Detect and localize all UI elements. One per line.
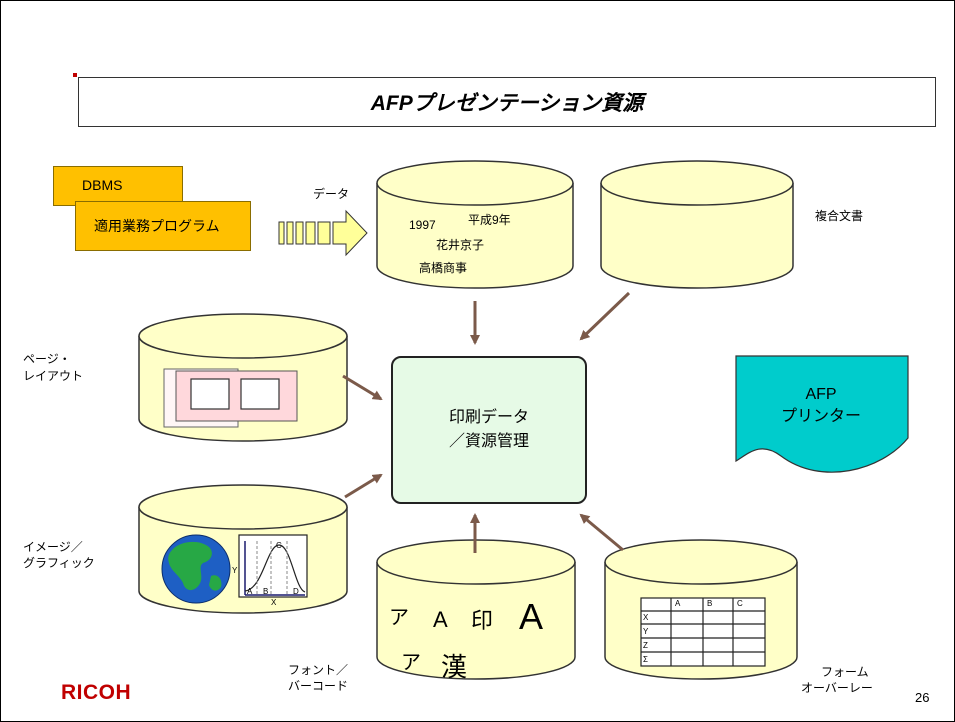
image-graphic-label-2: グラフィック — [23, 556, 95, 570]
printer-line-2: プリンター — [780, 408, 861, 425]
font-sample-katakana-a-2: ア — [401, 652, 421, 674]
dbms-label: DBMS — [82, 177, 123, 193]
graph-axis-x: X — [271, 598, 277, 607]
font-barcode-label-1: フォント／ — [288, 663, 349, 677]
page-layout-label-1: ページ・ — [23, 352, 71, 366]
image-graphic-label-1: イメージ／ — [23, 540, 83, 554]
app-program-box: 適用業務プログラム — [75, 201, 251, 251]
compound-doc-cylinder — [600, 160, 794, 289]
form-row-header-sum: Σ — [643, 655, 648, 664]
title-marker — [73, 73, 77, 77]
arrow-form-to-center — [579, 513, 624, 552]
globe-icon — [161, 534, 231, 604]
graph-axis-y: Y — [232, 566, 238, 575]
font-sample-kanji-in: 印 — [471, 608, 494, 633]
data-label: データ — [313, 187, 350, 201]
graph-point-b: B — [263, 587, 269, 596]
printer-shape — [735, 355, 909, 473]
font-barcode-cylinder — [376, 539, 576, 680]
font-sample-katakana-a: ア — [389, 607, 409, 629]
data-year: 1997 — [409, 218, 436, 232]
compound-doc-label: 複合文書 — [815, 209, 864, 223]
title-box: AFPプレゼンテーション資源 — [78, 77, 936, 127]
graph-point-c: C — [276, 541, 282, 550]
form-row-header-z: Z — [643, 641, 648, 650]
font-sample-latin-a-small: A — [433, 607, 448, 632]
form-overlay-label-1: フォーム — [821, 665, 869, 679]
data-cylinder — [376, 160, 574, 289]
data-company: 高橋商事 — [419, 261, 468, 275]
form-col-header-b: B — [707, 599, 713, 608]
slide-title: AFPプレゼンテーション資源 — [370, 92, 644, 115]
data-name: 花井京子 — [436, 238, 485, 252]
form-row-header-y: Y — [643, 627, 649, 636]
page-number: 26 — [915, 690, 930, 705]
font-barcode-label-2: バーコード — [288, 679, 349, 693]
center-line-1: 印刷データ — [448, 409, 529, 426]
data-era: 平成9年 — [468, 213, 511, 227]
graph-point-d: D — [293, 587, 299, 596]
form-overlay-cylinder — [604, 539, 798, 680]
page-layout-cylinder — [138, 313, 348, 442]
form-table-grid — [640, 597, 766, 667]
print-resource-manager-box: 印刷データ ／資源管理 — [391, 356, 587, 504]
form-row-header-x: X — [643, 613, 649, 622]
image-graphic-cylinder — [138, 484, 348, 614]
ricoh-logo: RICOH — [61, 681, 132, 704]
graph-point-a: A — [247, 587, 253, 596]
form-col-header-a: A — [675, 599, 681, 608]
form-overlay-label-2: オーバーレー — [801, 681, 873, 695]
center-line-2: ／資源管理 — [448, 433, 529, 450]
arrow-compound-to-center — [579, 291, 631, 341]
arrow-layout-to-center — [342, 374, 383, 401]
printer-label: AFP プリンター — [761, 384, 881, 428]
app-program-label: 適用業務プログラム — [94, 218, 220, 234]
page-layout-label-2: レイアウト — [23, 369, 84, 383]
font-sample-kanji-kan: 漢 — [441, 653, 468, 683]
form-col-header-c: C — [737, 599, 743, 608]
graph-chart-icon — [238, 534, 308, 598]
data-flow-arrow — [278, 209, 368, 257]
printer-line-1: AFP — [805, 386, 837, 403]
arrow-image-to-center — [344, 473, 383, 499]
font-sample-latin-a-large: A — [519, 596, 544, 637]
